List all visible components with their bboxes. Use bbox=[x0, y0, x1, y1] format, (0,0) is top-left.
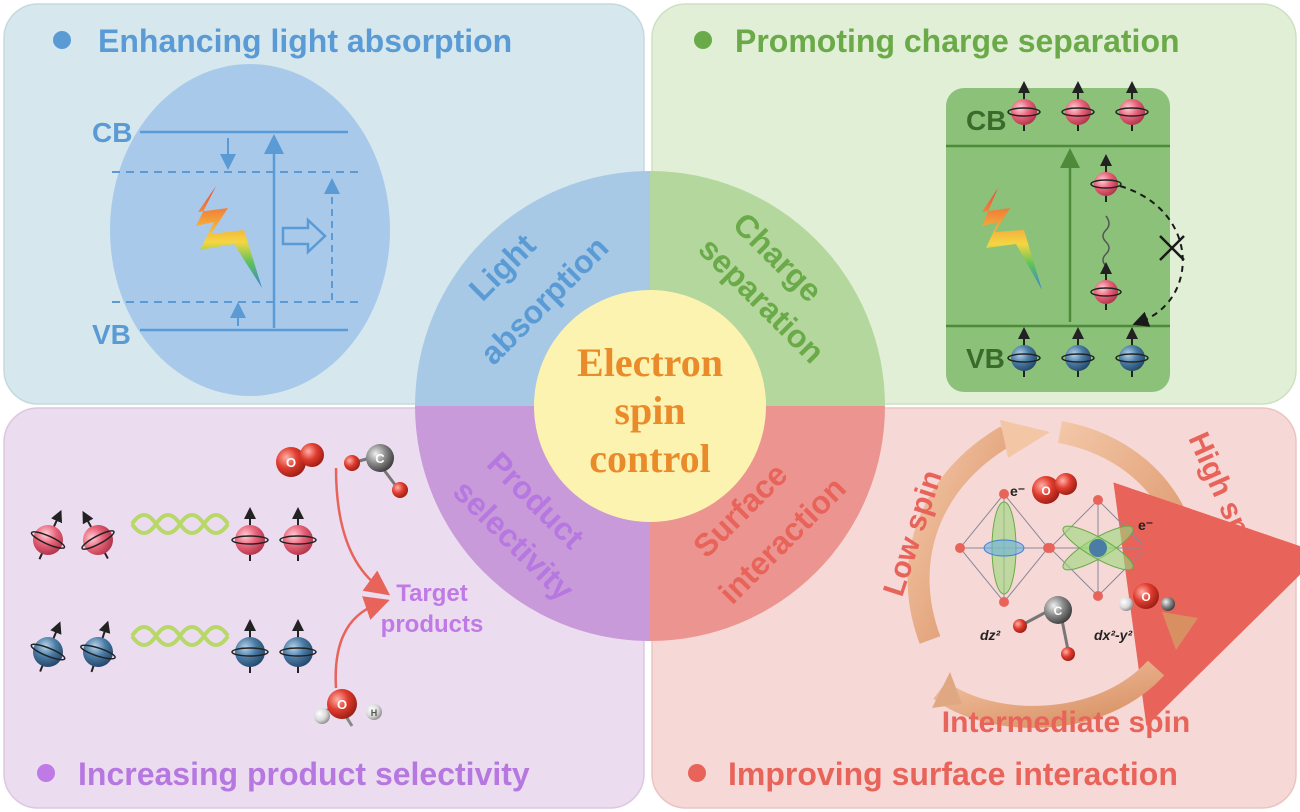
spin-up-electron bbox=[279, 507, 317, 561]
orbital-dx2y2-label: dx²-y² bbox=[1094, 627, 1132, 643]
product-selectivity-diagram: Target products O C O H bbox=[130, 443, 484, 727]
spin-down-electron bbox=[30, 621, 66, 672]
hollow-right-arrow-icon bbox=[281, 217, 327, 255]
h2o-molecule-icon: O H bbox=[314, 689, 382, 727]
spin-up-electron bbox=[81, 510, 115, 560]
center-text-line3: control bbox=[589, 436, 710, 481]
dna-helix-top bbox=[130, 513, 230, 535]
co2-carbon-label: C bbox=[375, 451, 385, 466]
center-circle bbox=[534, 290, 766, 522]
center-text-line2: spin bbox=[614, 388, 685, 433]
title-charge-separation: Promoting charge separation bbox=[735, 23, 1180, 59]
arrow-o2-to-target bbox=[334, 467, 391, 596]
title-light-absorption: Enhancing light absorption bbox=[98, 23, 512, 59]
dx2y2-octahedron-icon bbox=[1045, 495, 1151, 601]
target-products-line1: Target bbox=[396, 580, 468, 607]
title-bullet-br bbox=[688, 764, 706, 782]
dna-helix-bottom bbox=[130, 625, 230, 647]
spin-up-electron bbox=[30, 509, 66, 560]
spin-up-electron bbox=[231, 507, 269, 561]
center-text-line1: Electron bbox=[577, 340, 723, 385]
o2-br-atom-label: O bbox=[1041, 484, 1050, 498]
spin-up-electron bbox=[1061, 81, 1095, 131]
orbital-dz2-label: dz² bbox=[980, 627, 1001, 643]
spin-down-electron bbox=[80, 620, 116, 673]
o2-molecule-br-icon: O bbox=[1032, 473, 1077, 504]
spin-cycle-arc-bottom bbox=[933, 660, 1165, 728]
title-product-selectivity: Increasing product selectivity bbox=[78, 756, 530, 792]
cb-label-left: CB bbox=[92, 117, 132, 148]
spin-down-electron bbox=[231, 619, 269, 673]
dz2-octahedron-icon bbox=[955, 489, 1053, 607]
charge-separation-diagram: CB VB bbox=[946, 88, 1185, 392]
spin-down-electron bbox=[1007, 327, 1041, 377]
light-absorption-band-diagram: CB VB bbox=[92, 64, 390, 396]
title-bullet-tr bbox=[694, 31, 712, 49]
target-products-line2: products bbox=[381, 611, 484, 638]
spin-electrons-layer bbox=[30, 81, 1149, 673]
h2o-molecule-br-icon: O bbox=[1119, 583, 1175, 611]
blocked-cross-icon bbox=[1159, 235, 1185, 261]
spin-down-electron bbox=[1061, 327, 1095, 377]
spin-cycle-arc-right bbox=[1057, 421, 1300, 727]
spin-cycle-head-top bbox=[1000, 420, 1050, 458]
h2o-oxygen-label: O bbox=[337, 697, 347, 712]
title-surface-interaction: Improving surface interaction bbox=[728, 756, 1178, 792]
spin-up-electron bbox=[1090, 262, 1122, 310]
o2-molecule-icon: O bbox=[276, 443, 324, 477]
vb-label-left: VB bbox=[92, 319, 131, 350]
co2-br-carbon-label: C bbox=[1054, 604, 1063, 618]
co2-molecule-icon: C bbox=[344, 444, 408, 498]
spin-up-electron bbox=[1090, 154, 1122, 202]
lightning-bolt-right-icon bbox=[982, 188, 1042, 290]
spin-cycle-head-bottom bbox=[932, 672, 962, 708]
co2-molecule-br-icon: C bbox=[1013, 596, 1075, 661]
title-bullet-bl bbox=[37, 764, 55, 782]
spin-cycle-head-right bbox=[1162, 612, 1198, 650]
band-ellipse bbox=[110, 64, 390, 396]
vb-label-right: VB bbox=[966, 343, 1005, 374]
intermediate-spin-label: Intermediate spin bbox=[942, 706, 1190, 739]
lightning-bolt-icon bbox=[196, 186, 262, 288]
electron-label-left: e⁻ bbox=[1010, 483, 1025, 499]
arrow-h2o-to-target bbox=[334, 596, 390, 689]
spin-down-electron bbox=[279, 619, 317, 673]
central-ring: Light absorption Charge separation Produ… bbox=[415, 171, 885, 641]
electron-label-right: e⁻ bbox=[1138, 517, 1153, 533]
spin-down-electron bbox=[1115, 327, 1149, 377]
spin-cycle-arc-left bbox=[907, 426, 1012, 644]
title-bullet-tl bbox=[53, 31, 71, 49]
spin-interaction-squiggle-icon bbox=[1102, 215, 1110, 267]
spin-up-electron bbox=[1115, 81, 1149, 131]
o2-atom-label: O bbox=[286, 455, 296, 470]
charge-separation-box bbox=[946, 88, 1170, 392]
spin-up-electron bbox=[1007, 81, 1041, 131]
h2o-hydrogen-label: H bbox=[371, 708, 378, 718]
h2o-br-oxygen-label: O bbox=[1141, 590, 1150, 604]
cb-label-right: CB bbox=[966, 105, 1006, 136]
